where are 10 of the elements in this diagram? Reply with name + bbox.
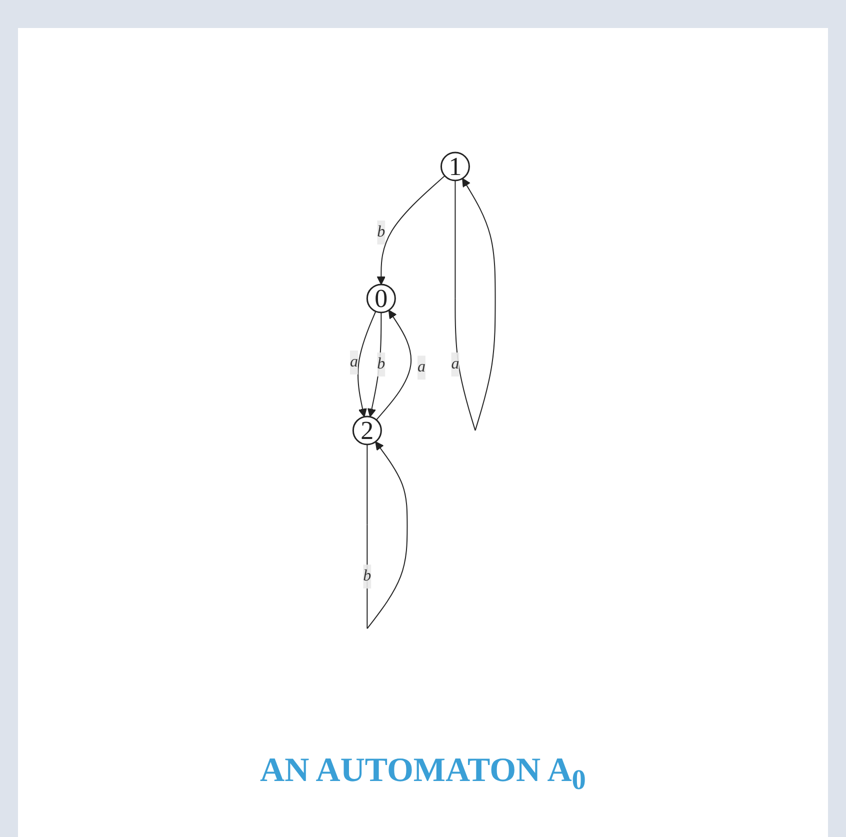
- edge-label: a: [418, 355, 426, 380]
- edge-label: a: [452, 352, 460, 376]
- edge-label: b: [378, 352, 386, 376]
- state-circle: 0: [366, 283, 396, 313]
- edge-label: a: [350, 350, 358, 374]
- state-circle: 2: [352, 415, 382, 445]
- edge-label: b: [378, 220, 386, 244]
- edge-label: b: [364, 564, 372, 588]
- state-circle: 1: [440, 151, 470, 181]
- diagram-title: AN AUTOMATON A$_{0}$: [259, 752, 587, 797]
